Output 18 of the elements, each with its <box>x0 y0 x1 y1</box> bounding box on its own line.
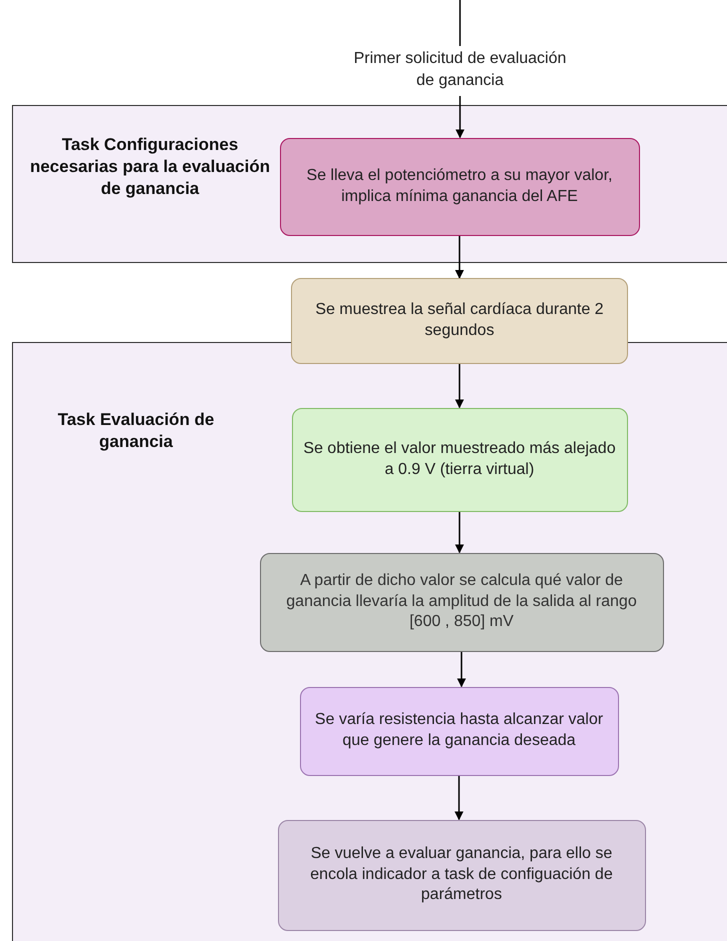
arrow <box>455 512 464 554</box>
start-label: Primer solicitud de evaluación de ganancia <box>350 42 570 98</box>
arrow <box>455 364 464 408</box>
arrow <box>456 96 464 138</box>
process-box: Se muestrea la señal cardíaca durante 2 segundos <box>291 278 628 364</box>
arrow <box>454 776 464 820</box>
lane-heading: Task Configuraciones necesarias para la evaluación de ganancia <box>28 134 272 200</box>
process-box: A partir de dicho valor se calcula qué valor de ganancia llevaría la amplitud de la salida al rango [600 , 850] mV <box>260 552 664 652</box>
arrow <box>457 652 466 688</box>
process-box: Se lleva el potenciómetro a su mayor valor, implica mínima ganancia del AFE <box>280 138 640 236</box>
lane-heading: Task Evaluación de ganancia <box>56 409 216 454</box>
swimlane-band <box>12 342 727 941</box>
process-box: Se vuelve a evaluar ganancia, para ello se encola indicador a task de configuación de parámetros <box>278 820 646 930</box>
swimlane-band <box>12 105 727 263</box>
connector-line <box>459 0 461 46</box>
arrow <box>455 236 464 279</box>
process-box: Se obtiene el valor muestreado más alejado a 0.9 V (tierra virtual) <box>292 408 628 512</box>
process-box: Se varía resistencia hasta alcanzar valor que genere la ganancia deseada <box>300 686 618 776</box>
